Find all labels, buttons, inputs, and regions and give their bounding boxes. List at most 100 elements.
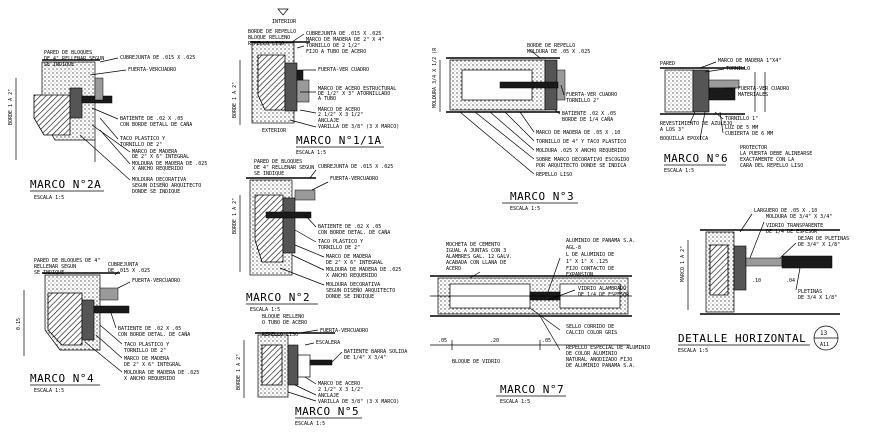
detail-scale: ESCALA 1:5 — [678, 348, 708, 354]
label: MOLDURA DECORATIVA — [326, 282, 380, 288]
label: DE 1/2" X 3" ATORNILLADO — [318, 91, 390, 97]
label: TORNILLO DE 2 1/2" — [306, 43, 360, 49]
label: MOLDURA DE MADERA DE .025 — [132, 161, 207, 167]
detail-marco-1-1a: INTERIOR BORDE 1 A 2" BORDE DE REPELLO B… — [232, 8, 399, 156]
label: PROTECTOR — [740, 145, 768, 151]
side-label: BORDE 1 A 2" — [232, 198, 238, 234]
detail-scale: ESCALA 1:5 — [296, 150, 326, 156]
detail-scale: ESCALA 1:5 — [500, 399, 530, 405]
label: SEGUN DISEÑO ARQUITECTO — [326, 287, 395, 294]
label: MARCO DE ACERO — [318, 107, 360, 113]
label: PARED — [660, 61, 675, 67]
label: TORNILLO 1" — [725, 116, 758, 122]
label: REVESTIMIENTO DE AZULEJO — [660, 121, 732, 127]
label: REPELLO LISO — [536, 172, 572, 178]
label: DE 1/4 DE ESPESOR — [766, 229, 818, 235]
label: PARED DE BLOQUES — [44, 50, 92, 56]
detail-title: MARCO N°2A — [30, 178, 101, 191]
label: TACO PLASTICO Y — [124, 342, 169, 348]
label: A LOS 3" — [660, 127, 684, 133]
label: FIJO CONTACTO DE — [566, 266, 614, 272]
side-label: MOLDURA 3/4 X 1/2 (R — [432, 47, 438, 108]
label: IGUAL A JUNTAS CON 3 — [446, 248, 506, 254]
label: BORDE DE REPELLO — [248, 29, 296, 35]
label: MOCHETA DE CEMENTO — [446, 242, 500, 248]
label: CUBREJUNTA DE .015 X .025 — [120, 55, 195, 61]
detail-marco-7: MOCHETA DE CEMENTO IGUAL A JUNTAS CON 3 … — [430, 238, 650, 405]
label: BLOQUE RELLENO — [248, 35, 290, 41]
label: CUBREJUNTA DE .015 X .025 — [318, 164, 393, 170]
label: DE 3/4 X 1/8" — [798, 295, 837, 301]
dim: .05 — [542, 338, 551, 344]
dim: .10 — [752, 278, 761, 284]
label: DE 2" X 6" INTEGRAL — [132, 154, 189, 160]
label: BATIENTE DE .02 X .05 — [120, 116, 183, 122]
dim: .20 — [490, 338, 499, 344]
label: MOLDURA DE MADERA DE .025 — [124, 370, 199, 376]
label: MARCO DE MADERA — [132, 149, 177, 155]
detail-title: MARCO N°2 — [246, 291, 310, 304]
label: LA PUERTA DEBE ALINEARSE — [740, 151, 812, 157]
label: MARCO DE MADERA DE .05 X .10 — [536, 130, 620, 136]
label: MOLDURA DE 3/4" X 3/4" — [766, 214, 832, 220]
detail-title: MARCO N°3 — [510, 190, 574, 203]
label: MATERIALES — [738, 92, 768, 98]
label: CALCIO COLOR GRIS — [566, 330, 617, 336]
label: REPELLO LISO — [248, 41, 284, 47]
label: MARCO DE MADERA DE 2" X 4" — [306, 37, 384, 43]
label: CUBIERTA DE 6 MM — [725, 131, 773, 137]
label: FUERTA-VERCUADRO — [132, 278, 180, 284]
detail-marco-6: PARED MARCO DE MADERA 1"X4" TORNILLO FUE… — [660, 58, 812, 174]
label: POR ARQUITECTO DONDE SE INDICA — [536, 163, 626, 169]
label: ALAMBRES GAL. 12 GALV. — [446, 254, 512, 260]
label: TORNILLO DE 2" — [318, 245, 360, 251]
label: CON BORDE DETAL. DE CAÑA — [118, 331, 190, 338]
label: DONDE SE INDIQUE — [132, 189, 180, 195]
label: EXPANSION — [566, 272, 593, 278]
label: MOLDURA DECORATIVA — [132, 177, 186, 183]
callout-bottom: A11 — [820, 342, 829, 348]
label: ANCLAJE — [318, 118, 339, 124]
side-label: BORDE 1 A 2" — [236, 354, 242, 390]
label: TORNILLO DE 2" — [120, 142, 162, 148]
label: REPELLO ESPECIAL DE ALUMINIO — [566, 345, 650, 351]
exterior-label: EXTERIOR — [262, 128, 287, 134]
label: X ANCHO REQUERIDO — [132, 166, 183, 172]
label: BORDE DE REPELLO — [527, 43, 575, 49]
label: DE 2" X 6" INTEGRAL — [326, 260, 383, 266]
label: CON BORDE DETALL DE CAÑA — [120, 121, 192, 128]
label: SE INDIQUE — [44, 62, 74, 68]
label: CARA DEL REPELLO LISO — [740, 163, 803, 169]
callout-top: 13 — [820, 330, 828, 337]
detail-title: MARCO N°1/1A — [296, 134, 381, 147]
label: ACABADA CON LLANA DE — [446, 260, 506, 266]
detail-marco-4: 0.15 PARED DE BLOQUES DE 4" RELLENAR SEG… — [16, 258, 199, 394]
side-label: 0.15 — [16, 318, 22, 330]
label: BATIENTE .02 X .05 — [562, 111, 616, 117]
label: ACERO — [446, 266, 461, 272]
label: DE ALUMINIO PANAMA S.A. — [566, 363, 635, 369]
label: 1" X 1" X .125 — [566, 259, 608, 265]
label: SOBRE MARCO DECORATIVO ESCOGIDO — [536, 157, 629, 163]
label: FUERTA-VER CUADRO — [738, 86, 789, 92]
label: FUERTA-VERCUADRO — [330, 176, 378, 182]
label: FIJO A TUBO DE ACERO — [306, 49, 366, 55]
label: ESCALERA — [316, 340, 340, 346]
detail-title: MARCO N°4 — [30, 372, 94, 385]
label: DE 4" RELLENAR SEGUN — [254, 165, 314, 171]
label: CUBREJUNTA DE .015 X .025 — [306, 31, 381, 37]
label: DE COLOR ALUMINIO — [566, 351, 617, 357]
label: X ANCHO REQUERIDO — [124, 376, 175, 382]
label: MOLDURA .025 X ANCHO REQUERIDO — [536, 148, 626, 154]
label: AGL-8 — [566, 245, 581, 251]
label: NATURAL ANODIZADO FIJO — [566, 357, 632, 363]
label: DE 2" X 6" INTEGRAL — [124, 362, 181, 368]
label: DE 1/4" X 3/4" — [344, 355, 386, 361]
label: FUERTA-VER CUADRO — [318, 67, 369, 73]
label: SE INDIQUE — [254, 171, 284, 177]
detail-scale: ESCALA 1:5 — [34, 388, 64, 394]
detail-scale: ESCALA 1:5 — [295, 421, 325, 427]
dim: .04 — [786, 278, 795, 284]
dim: .05 — [438, 338, 447, 344]
